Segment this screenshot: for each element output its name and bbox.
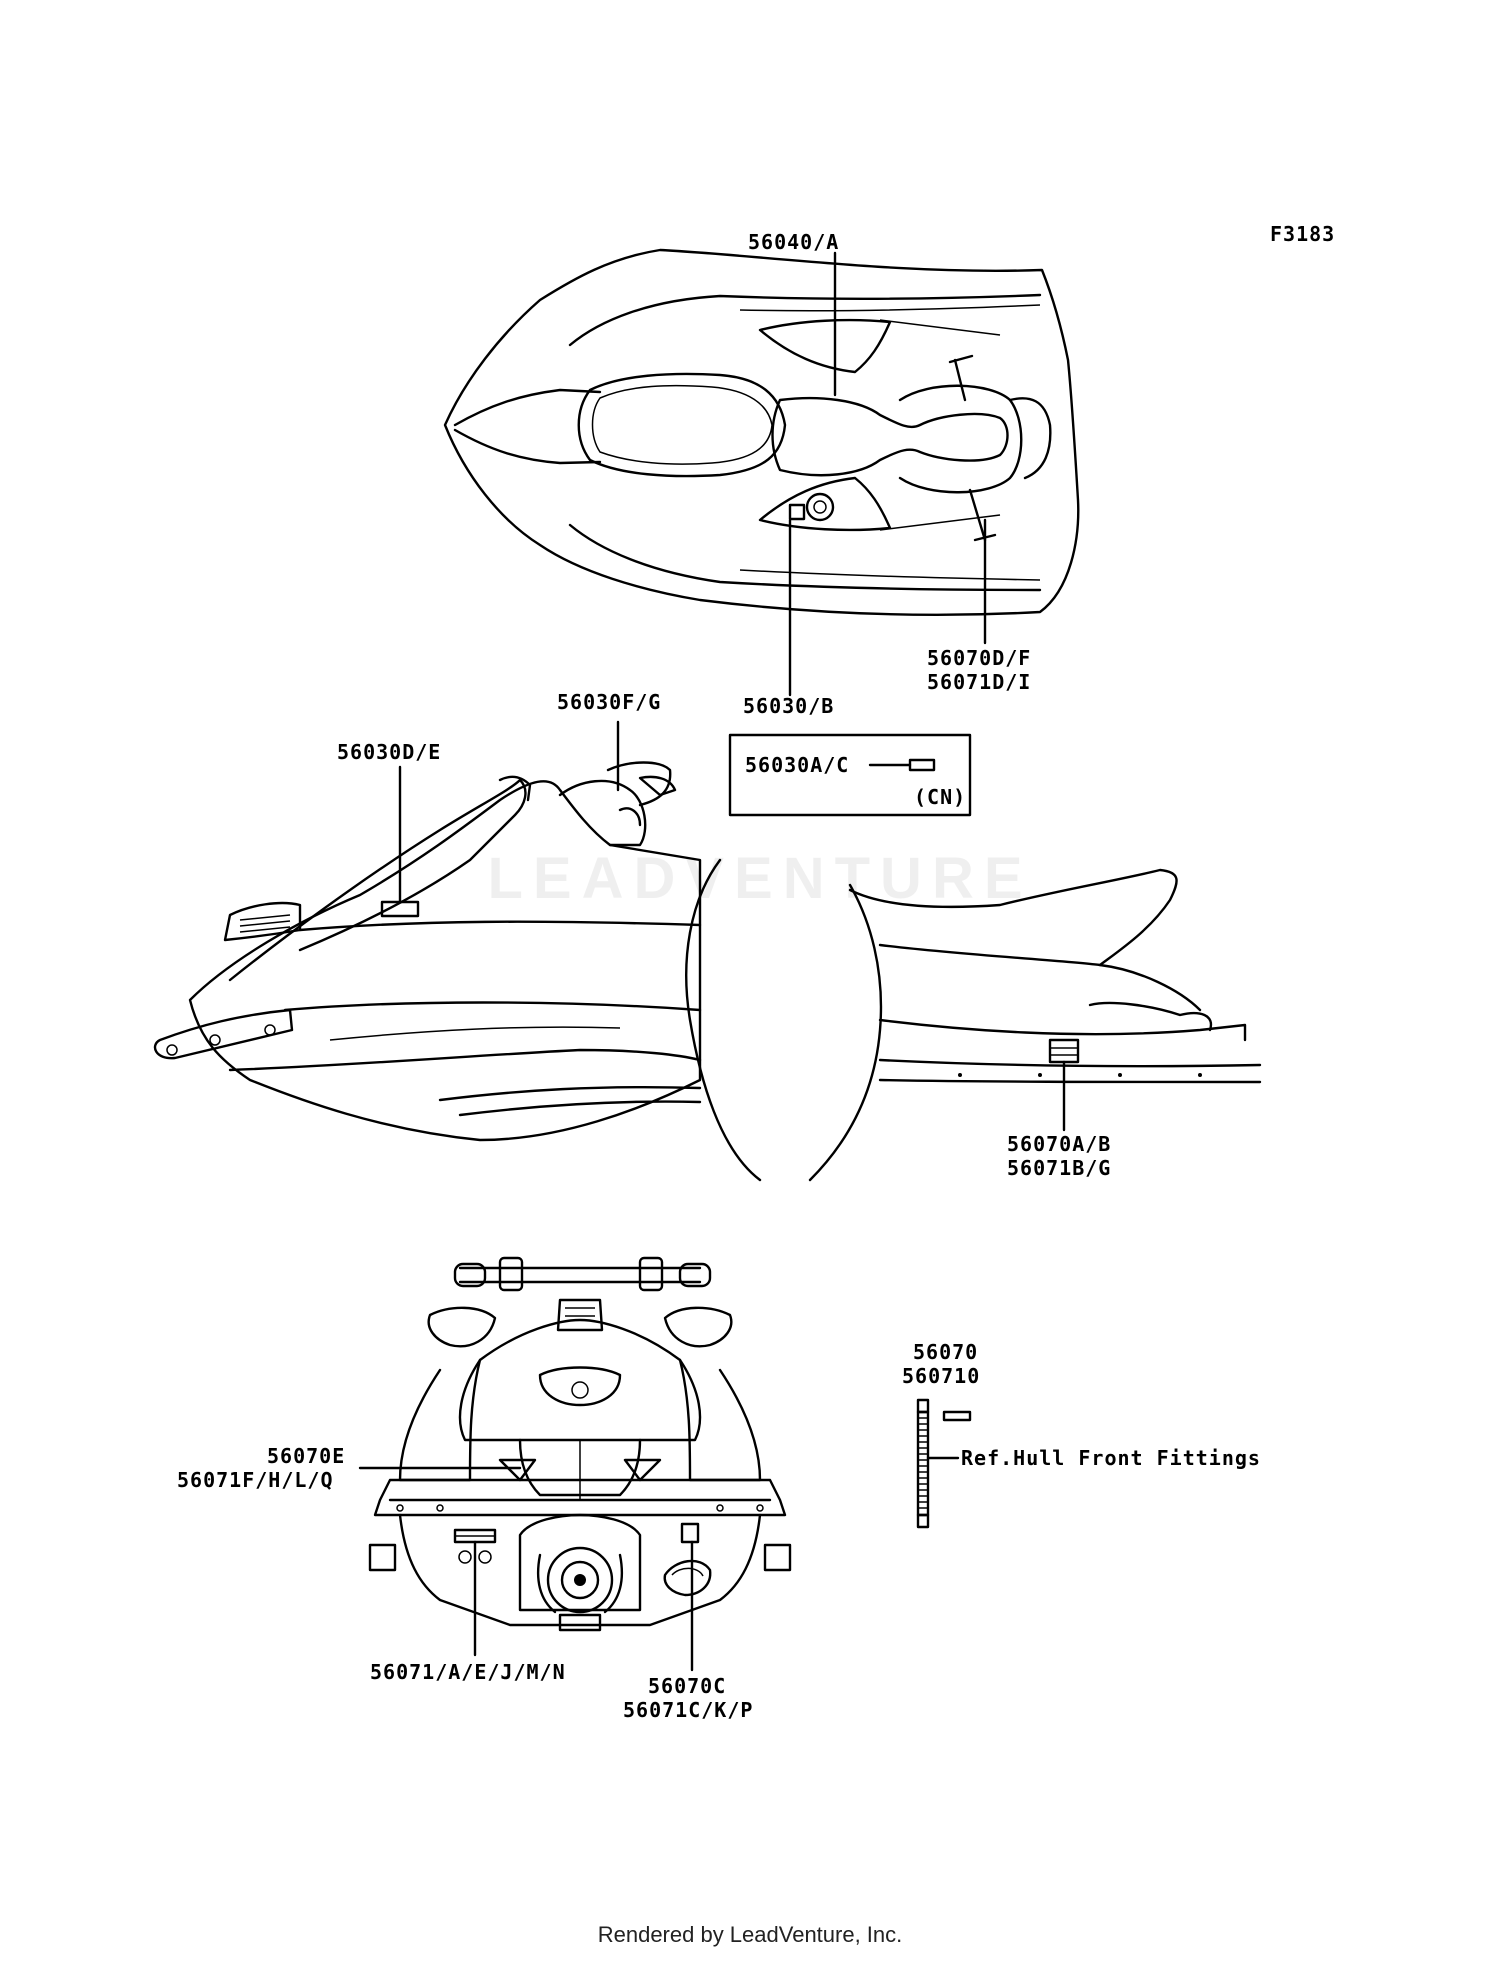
footer-credit: Rendered by LeadVenture, Inc. xyxy=(597,1922,903,1947)
callout-56040-a: 56040/A xyxy=(748,230,840,254)
side-view-watercraft xyxy=(153,761,1262,1182)
callout-56030-b: 56030/B xyxy=(743,694,835,718)
callout-56030f-g: 56030F/G xyxy=(557,690,662,714)
callout-56030d-e: 56030D/E xyxy=(337,740,442,764)
top-view-watercraft xyxy=(443,248,1080,617)
figure-id: F3183 xyxy=(1270,222,1336,246)
inset-box xyxy=(728,733,972,817)
callout-region-cn: (CN) xyxy=(914,785,967,809)
callout-56071f-h-l-q: 56071F/H/L/Q xyxy=(177,1468,334,1492)
legend-hull-fittings xyxy=(916,1398,972,1529)
callout-56070d-f: 56070D/F xyxy=(927,646,1032,670)
callout-56071-a-e-j-m-n: 56071/A/E/J/M/N xyxy=(370,1660,566,1684)
legend-56070: 56070 xyxy=(913,1340,979,1364)
legend-560710: 560710 xyxy=(902,1364,981,1388)
leader-lines xyxy=(358,251,1066,1672)
callout-56030a-c: 56030A/C xyxy=(745,753,850,777)
callout-56071d-i: 56071D/I xyxy=(927,670,1032,694)
callout-56070a-b: 56070A/B xyxy=(1007,1132,1112,1156)
callout-56071c-k-p: 56071C/K/P xyxy=(623,1698,754,1722)
callout-56071b-g: 56071B/G xyxy=(1007,1156,1112,1180)
callout-56070e: 56070E xyxy=(267,1444,346,1468)
watermark-text: LEADVENTURE xyxy=(487,846,1033,911)
legend-ref-hull-front-fittings: Ref.Hull Front Fittings xyxy=(961,1446,1261,1470)
callout-56070c: 56070C xyxy=(648,1674,727,1698)
rear-view-watercraft xyxy=(368,1256,792,1632)
